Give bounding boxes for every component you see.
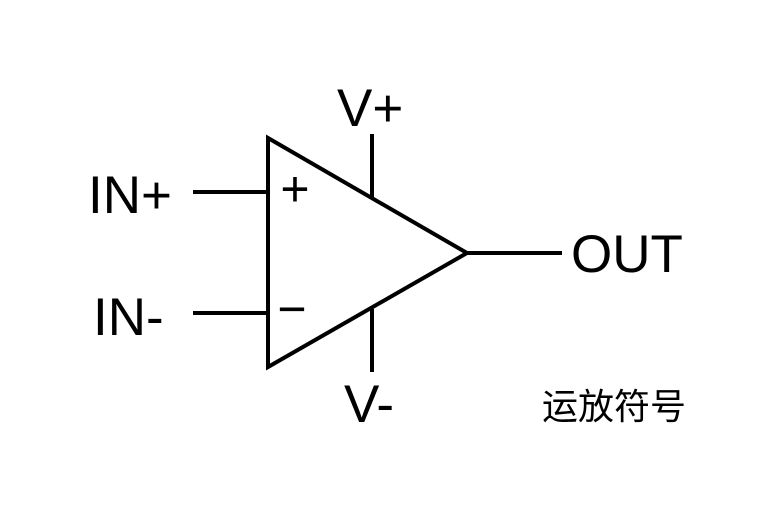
in-minus-label: IN-: [93, 288, 164, 347]
v-minus-label: V-: [344, 375, 394, 434]
v-plus-label: V+: [337, 79, 403, 138]
in-plus-label: IN+: [88, 166, 172, 225]
inverting-input-marker: −: [277, 281, 306, 337]
opamp-triangle-body: [266, 134, 472, 371]
diagram-caption: 运放符号: [542, 386, 686, 427]
out-label: OUT: [571, 225, 683, 284]
non-inverting-input-marker: +: [280, 161, 309, 217]
